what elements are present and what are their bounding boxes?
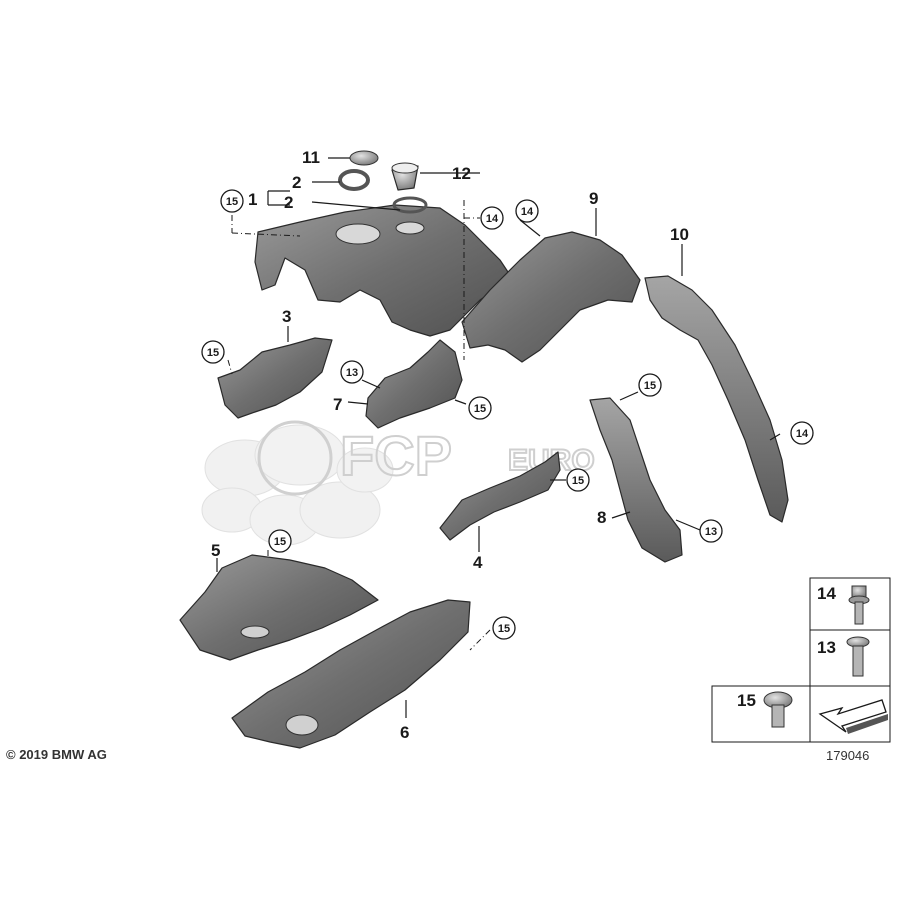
leader-lines bbox=[216, 157, 781, 718]
label-12: 12 bbox=[452, 164, 471, 183]
svg-text:14: 14 bbox=[486, 213, 499, 225]
callout-15-part-7: 15 bbox=[468, 396, 492, 420]
copyright: © 2019 BMW AG bbox=[6, 747, 107, 762]
callout-15-part-8: 15 bbox=[638, 373, 662, 397]
callout-15-part-5: 15 bbox=[268, 529, 292, 553]
callout-15-top: 15 bbox=[220, 189, 244, 213]
label-6: 6 bbox=[400, 723, 409, 742]
part-labels: 1 2 2 3 4 5 6 7 8 9 10 11 12 bbox=[211, 148, 689, 742]
label-3: 3 bbox=[282, 307, 291, 326]
svg-text:FCP: FCP bbox=[340, 424, 452, 487]
part-6-heat-shield bbox=[231, 599, 471, 749]
svg-text:15: 15 bbox=[207, 347, 219, 359]
callout-14-part-10: 14 bbox=[790, 421, 814, 445]
callout-14-part-9: 14 bbox=[515, 199, 539, 223]
bolt-14-icon bbox=[848, 585, 870, 625]
label-1: 1 bbox=[248, 190, 257, 209]
svg-text:14: 14 bbox=[521, 206, 534, 218]
label-10: 10 bbox=[670, 225, 689, 244]
callout-14-top: 14 bbox=[480, 206, 504, 230]
fcp-euro-watermark: FCP EURO bbox=[257, 420, 596, 496]
part-4-heat-shield bbox=[439, 451, 561, 541]
part-9-heat-shield bbox=[461, 231, 641, 363]
svg-text:15: 15 bbox=[274, 536, 286, 548]
part-10-heat-shield bbox=[644, 275, 789, 523]
part-1-heat-shield bbox=[254, 204, 511, 337]
label-8: 8 bbox=[597, 508, 606, 527]
callout-15-part-4: 15 bbox=[566, 468, 590, 492]
fastener-legend: 14 13 15 179046 bbox=[711, 577, 891, 763]
part-5-heat-shield bbox=[179, 554, 379, 661]
legend-14-label: 14 bbox=[817, 584, 836, 603]
turbocharger-background bbox=[201, 424, 394, 546]
svg-text:13: 13 bbox=[346, 367, 358, 379]
label-7: 7 bbox=[333, 395, 342, 414]
svg-text:14: 14 bbox=[796, 428, 809, 440]
part-11-grommet bbox=[338, 150, 379, 191]
svg-text:13: 13 bbox=[705, 526, 717, 538]
label-9: 9 bbox=[589, 189, 598, 208]
svg-text:15: 15 bbox=[498, 623, 510, 635]
callout-15-part-3: 15 bbox=[201, 340, 225, 364]
part-7-heat-shield bbox=[365, 339, 463, 429]
legend-13-label: 13 bbox=[817, 638, 836, 657]
label-11: 11 bbox=[302, 148, 320, 167]
callout-13-part-8: 13 bbox=[699, 519, 723, 543]
bolt-15-icon bbox=[763, 691, 793, 728]
callout-13-part-7: 13 bbox=[340, 360, 364, 384]
diagram-number: 179046 bbox=[826, 748, 869, 763]
label-2-upper: 2 bbox=[292, 173, 301, 192]
direction-arrow-icon bbox=[818, 699, 888, 734]
part-3-heat-shield bbox=[217, 337, 333, 419]
svg-text:15: 15 bbox=[226, 196, 238, 208]
svg-text:15: 15 bbox=[644, 380, 656, 392]
label-4: 4 bbox=[473, 553, 483, 572]
part-12-cap bbox=[391, 162, 428, 214]
label-2-lower: 2 bbox=[284, 193, 293, 212]
part-8-heat-shield bbox=[589, 397, 683, 563]
svg-text:15: 15 bbox=[572, 475, 584, 487]
legend-15-label: 15 bbox=[737, 691, 756, 710]
svg-text:15: 15 bbox=[474, 403, 486, 415]
callout-15-part-6: 15 bbox=[492, 616, 516, 640]
label-5: 5 bbox=[211, 541, 220, 560]
circled-callouts: 15 14 14 15 13 15 15 14 bbox=[201, 189, 814, 640]
bolt-13-icon bbox=[846, 636, 870, 677]
